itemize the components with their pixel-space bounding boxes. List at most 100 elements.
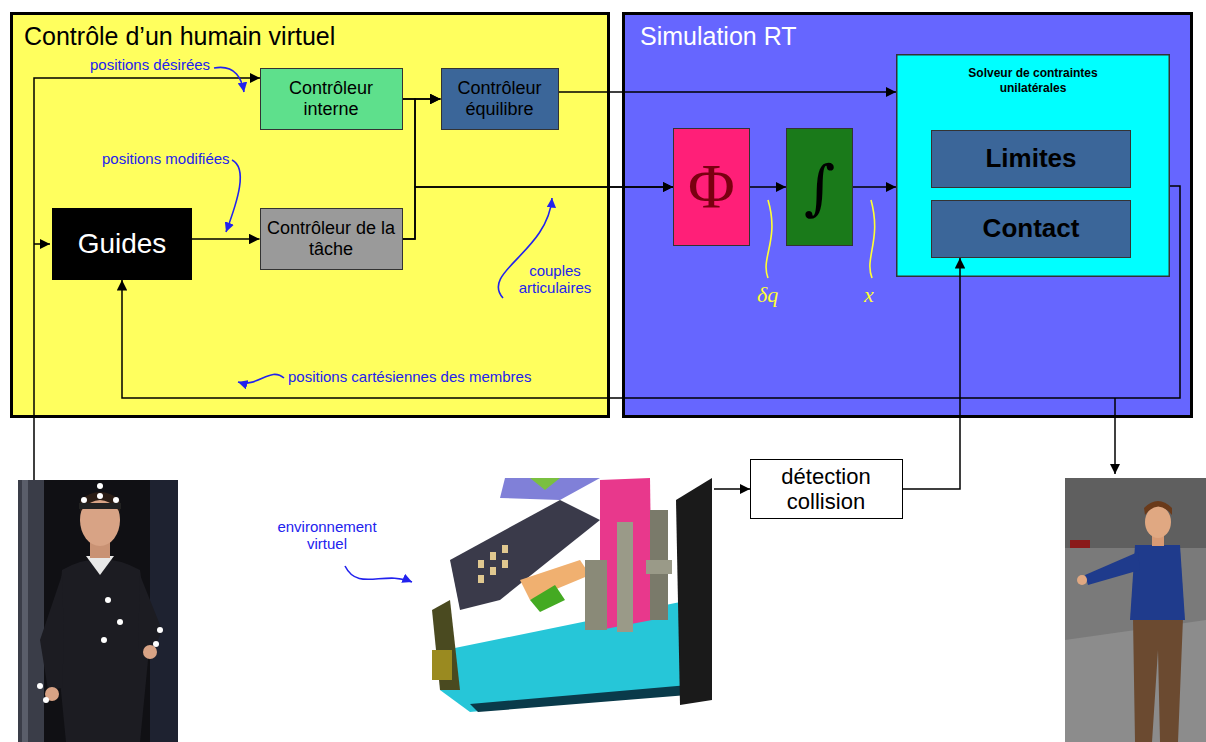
connector-arrow <box>403 187 674 239</box>
motion-capture-photo <box>157 627 163 633</box>
motion-capture-photo <box>117 619 123 625</box>
signal-wires <box>714 488 750 490</box>
annotation: couples articulaires <box>505 262 605 297</box>
panel-title: Contrôle d’un humain virtuel <box>24 22 596 51</box>
virtual-environment-illustration <box>490 567 496 575</box>
callout-squiggles <box>345 566 412 582</box>
motion-capture-photo <box>18 480 44 742</box>
avatar-render <box>1133 618 1183 742</box>
virtual-environment-illustration <box>530 585 565 612</box>
motion-capture-photo <box>18 480 178 742</box>
avatar-render <box>1070 540 1090 548</box>
connector-arrow <box>853 186 896 188</box>
motion-capture-photo <box>97 493 103 499</box>
virtual-environment-illustration <box>470 684 700 712</box>
process-box: Contrôleur interne <box>260 68 403 130</box>
virtual-environment-illustration <box>676 478 712 705</box>
virtual-environment-illustration <box>432 478 712 712</box>
motion-capture-photo <box>138 575 162 660</box>
motion-capture-photo <box>22 480 28 742</box>
virtual-environment-illustration <box>490 552 496 560</box>
motion-capture-photo <box>80 494 120 546</box>
motion-capture-photo <box>153 641 159 647</box>
virtual-environment-illustration <box>530 478 560 490</box>
virtual-environment-illustration <box>500 478 600 500</box>
virtual-environment-illustration <box>646 560 672 574</box>
process-box: Contrôleur de la tâche <box>260 208 403 270</box>
avatar-render <box>1065 478 1206 742</box>
box-label: détection collision <box>757 464 896 515</box>
box-label: Contact <box>983 214 1080 244</box>
connector-arrow <box>403 99 441 239</box>
variable-squiggles <box>870 200 875 278</box>
motion-capture-photo <box>86 556 114 575</box>
motion-capture-photo <box>113 497 119 503</box>
connector-arrow <box>903 258 961 489</box>
solver-box: Solveur de contraintes unilatéralesLimit… <box>896 54 1170 277</box>
process-box: Contrôleur équilibre <box>441 68 559 130</box>
virtual-environment-illustration <box>432 650 452 680</box>
virtual-environment-illustration <box>478 545 508 583</box>
motion-capture-photo <box>18 480 178 742</box>
callout-squiggles <box>226 160 240 232</box>
motion-capture-photo <box>79 503 121 509</box>
virtual-environment-illustration <box>585 560 607 630</box>
avatar-render <box>1144 501 1172 515</box>
connector-arrow <box>122 186 1180 398</box>
callout-squiggles <box>214 67 244 92</box>
motion-capture-photo <box>101 637 107 643</box>
simulation-panel-fill <box>624 14 1192 417</box>
box-label: Contrôleur équilibre <box>448 78 552 119</box>
connectors <box>122 92 1180 489</box>
box-label: ∫ <box>804 157 835 217</box>
motion-capture-photo <box>40 575 64 690</box>
integrator-box: ∫ <box>786 128 853 246</box>
box-label: Contrôleur interne <box>267 78 396 119</box>
callout-squiggles <box>214 67 552 582</box>
avatar-render <box>1145 506 1171 538</box>
motion-capture-photo <box>37 483 163 703</box>
motion-capture-photo <box>81 497 87 503</box>
simulation-panel: Simulation RTΦ∫Solveur de contraintes un… <box>622 12 1193 418</box>
box-label: Contrôleur de la tâche <box>267 218 396 259</box>
solver-box-fill <box>897 55 1170 277</box>
control-panel-fill <box>12 14 609 417</box>
virtual-environment-illustration <box>450 500 600 610</box>
box-label: Limites <box>985 144 1076 174</box>
box-label: Guides <box>78 228 167 260</box>
connector-arrow <box>750 186 786 188</box>
process-box: détection collision <box>750 459 903 519</box>
motion-capture-photo <box>43 697 49 703</box>
panel-fills <box>12 14 1192 417</box>
virtual-environment-illustration <box>478 575 484 583</box>
connector-arrow <box>559 91 897 93</box>
signal-wires <box>34 78 260 480</box>
avatar-render <box>1085 552 1140 585</box>
signal-wires <box>34 243 50 245</box>
panel-title: Solveur de contraintes unilatérales <box>938 66 1128 96</box>
constraint-box: Limites <box>931 130 1131 188</box>
avatar-render <box>1077 575 1087 585</box>
avatar-render <box>1065 478 1206 742</box>
virtual-environment-illustration <box>502 545 508 553</box>
motion-capture-photo <box>56 559 150 742</box>
process-box: Guides <box>52 208 192 280</box>
box-label: Φ <box>688 155 735 219</box>
variable-label: δq <box>757 282 778 307</box>
avatar-render <box>1065 478 1206 548</box>
callout-squiggles <box>238 374 284 383</box>
virtual-environment-illustration <box>478 560 484 568</box>
variable-squiggles <box>766 200 772 278</box>
signal-wires <box>1114 398 1116 474</box>
virtual-environment-illustration <box>440 600 712 712</box>
annotation: positions désirées <box>90 56 210 73</box>
annotation: environnement virtuel <box>270 518 384 553</box>
virtual-environment-illustration <box>432 600 460 690</box>
connector-arrow <box>192 238 260 240</box>
variable-label: x <box>864 282 874 307</box>
operator-box: Φ <box>673 128 750 246</box>
motion-capture-photo <box>143 645 157 659</box>
